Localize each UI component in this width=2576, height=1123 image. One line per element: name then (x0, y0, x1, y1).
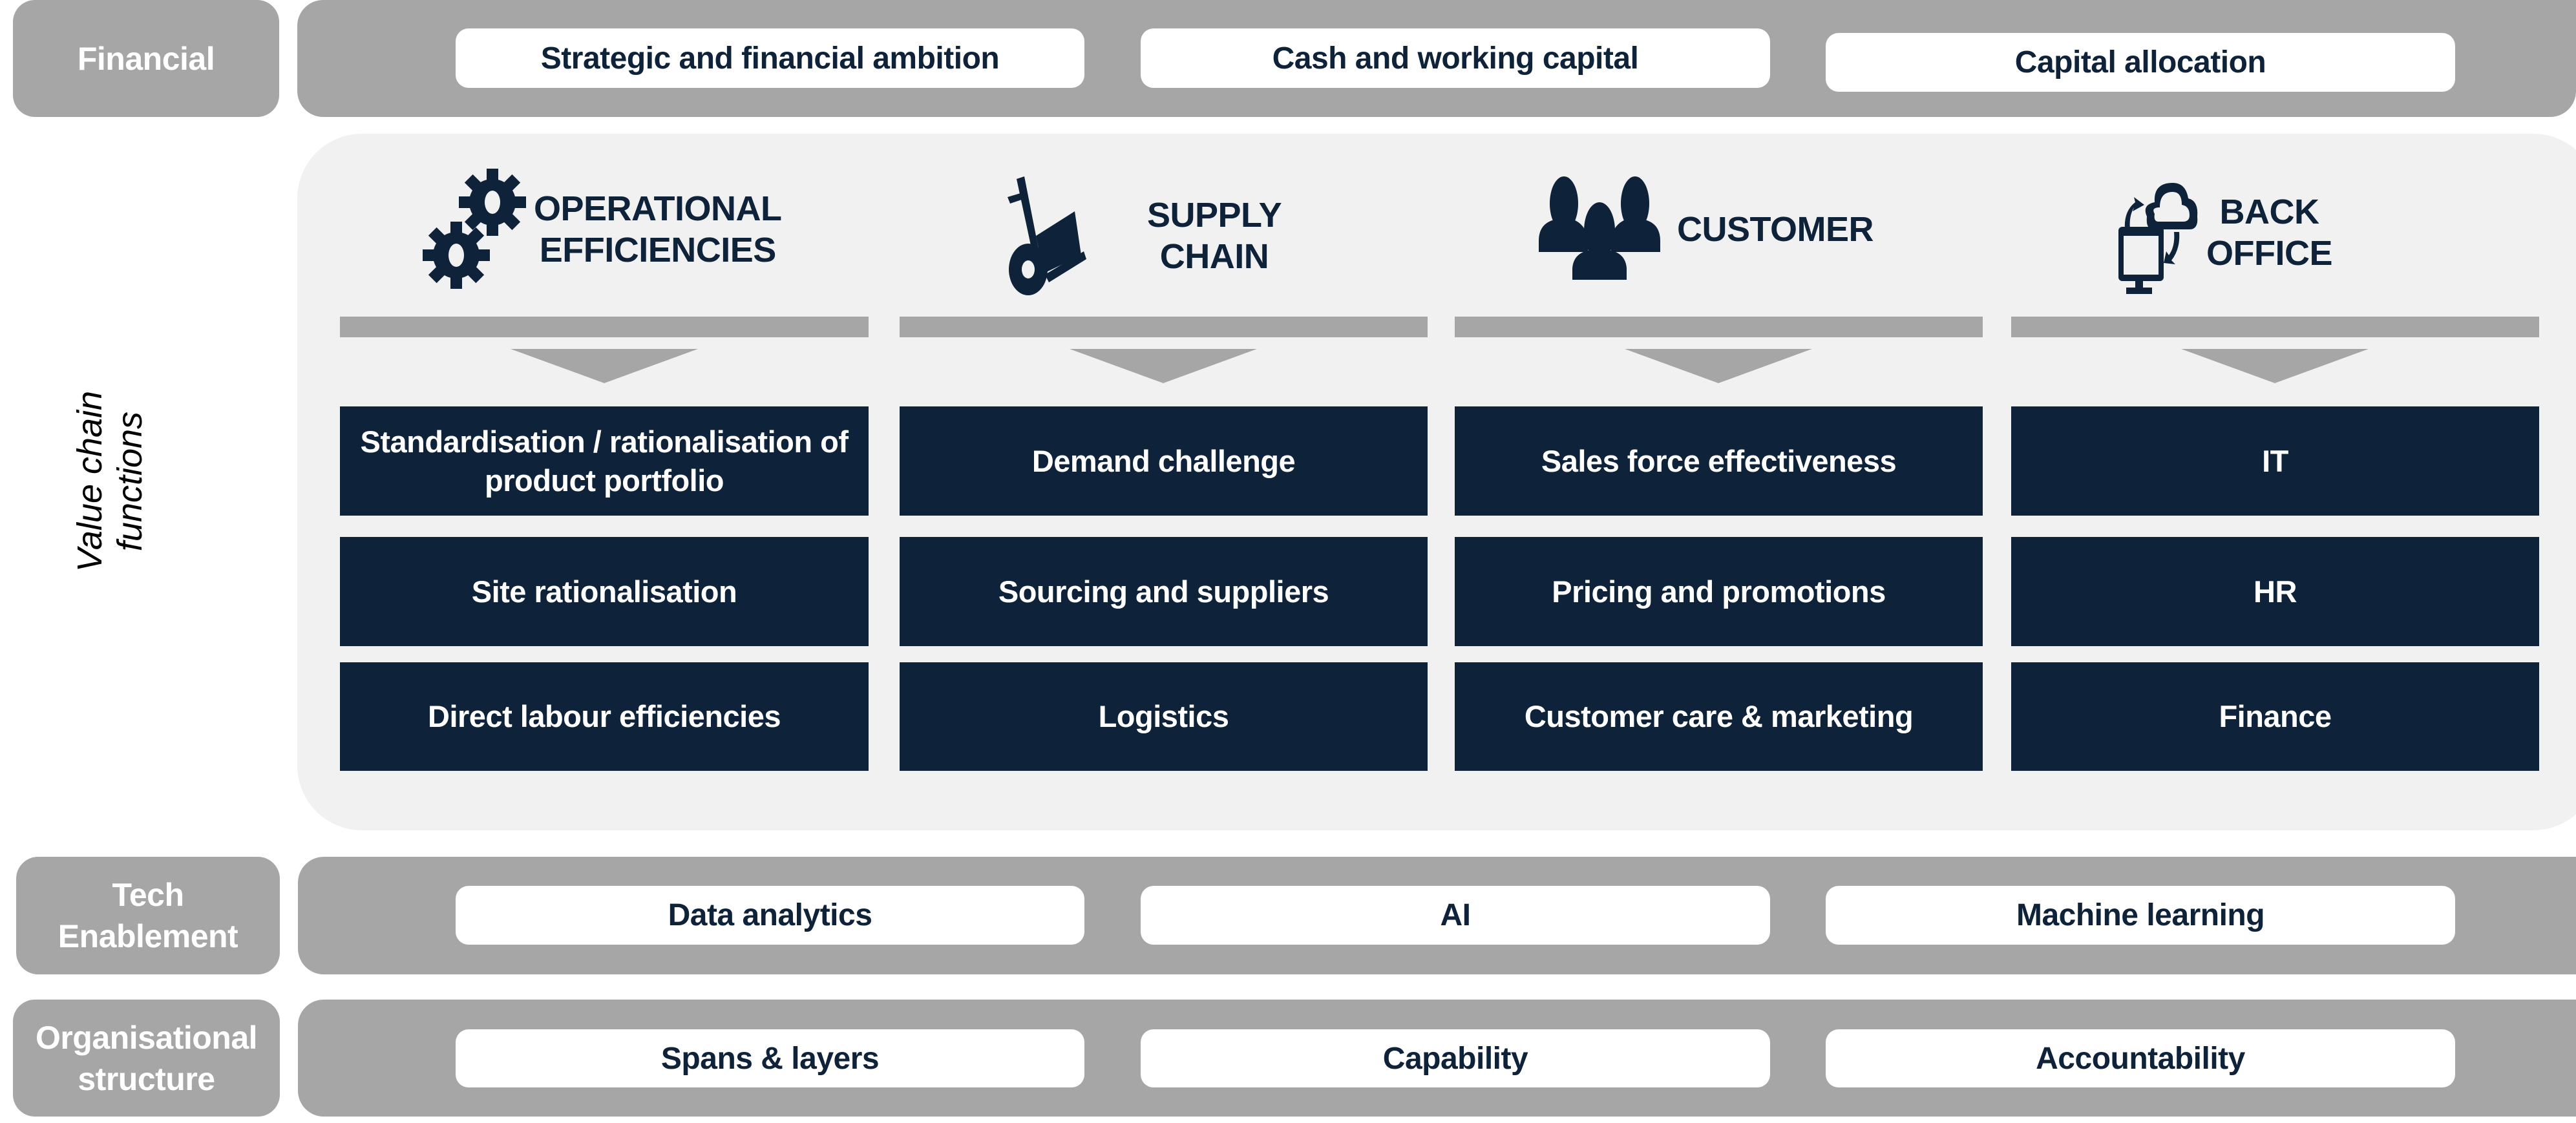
value-chain-side-label: Value chain functions (0, 391, 239, 572)
cell-text: IT (2262, 443, 2288, 478)
value-chain-side-label-text: Value chain functions (70, 391, 150, 572)
pill-text: Spans & layers (660, 1041, 880, 1076)
cell-direct-labour[interactable]: Direct labour efficiencies (340, 662, 869, 771)
title-line2: CHAIN (1159, 237, 1269, 276)
cell-text: Sales force effectiveness (1541, 443, 1897, 478)
tech-item-data-analytics[interactable]: Data analytics (456, 886, 1084, 945)
financial-item-strategic-ambition[interactable]: Strategic and financial ambition (456, 28, 1084, 88)
label-line1: Organisational (35, 1019, 258, 1056)
cell-text: HR (2254, 574, 2297, 609)
cell-text: Finance (2219, 699, 2332, 733)
org-item-accountability[interactable]: Accountability (1826, 1029, 2455, 1087)
title-line1: BACK (2219, 193, 2320, 231)
column-title: BACK OFFICE (2206, 191, 2333, 274)
label-line1: Tech (112, 877, 185, 913)
column-divider-bar-customer (1455, 317, 1983, 337)
title-line1: OPERATIONAL (534, 189, 782, 228)
cell-finance[interactable]: Finance (2011, 662, 2539, 771)
pill-text: Data analytics (668, 898, 872, 932)
gears-icon (420, 165, 536, 294)
arrow-down-icon (1625, 349, 1812, 383)
cell-text: Site rationalisation (471, 574, 737, 609)
column-header-operational: OPERATIONAL EFFICIENCIES (420, 165, 834, 294)
cell-customer-care[interactable]: Customer care & marketing (1455, 662, 1983, 771)
cell-logistics[interactable]: Logistics (900, 662, 1428, 771)
cloud-computer-icon (2113, 165, 2210, 300)
label-line2: Enablement (58, 918, 238, 954)
pill-text: AI (1440, 898, 1472, 932)
side-label-line2: functions (111, 411, 149, 552)
arrow-down-icon (511, 349, 698, 383)
org-item-capability[interactable]: Capability (1141, 1029, 1770, 1087)
column-title: CUSTOMER (1677, 209, 1874, 250)
title-line2: OFFICE (2206, 234, 2333, 273)
cell-text: Logistics (1098, 699, 1229, 733)
pill-text: Capability (1382, 1041, 1528, 1076)
side-label-line1: Value chain (70, 390, 109, 572)
title-line1: SUPPLY (1147, 196, 1282, 235)
people-icon (1535, 165, 1671, 294)
column-divider-bar-operational (340, 317, 869, 337)
tech-item-ai[interactable]: AI (1141, 886, 1770, 945)
arrow-down-icon (2181, 349, 2369, 383)
pill-text: Capital allocation (2014, 45, 2266, 79)
financial-label: Financial (13, 0, 279, 117)
tech-item-machine-learning[interactable]: Machine learning (1826, 886, 2455, 945)
cell-text: Pricing and promotions (1552, 574, 1886, 609)
pill-text: Accountability (2036, 1041, 2245, 1076)
title-line1: CUSTOMER (1677, 210, 1874, 249)
cell-text: Sourcing and suppliers (998, 574, 1329, 609)
column-title: OPERATIONAL EFFICIENCIES (534, 188, 782, 271)
financial-label-text: Financial (77, 40, 215, 77)
financial-item-capital-allocation[interactable]: Capital allocation (1826, 33, 2455, 92)
cell-sourcing-suppliers[interactable]: Sourcing and suppliers (900, 537, 1428, 646)
cell-text: Customer care & marketing (1524, 699, 1914, 733)
financial-item-cash-working-capital[interactable]: Cash and working capital (1141, 28, 1770, 88)
column-header-back-office: BACK OFFICE (2113, 165, 2385, 300)
cell-product-portfolio[interactable]: Standardisation / rationalisation of pro… (340, 406, 869, 516)
organisational-structure-label: Organisational structure (13, 1000, 280, 1117)
cell-text: Demand challenge (1031, 443, 1296, 478)
column-divider-bar-back-office (2011, 317, 2539, 337)
tech-enablement-label: Tech Enablement (16, 857, 280, 974)
cell-demand-challenge[interactable]: Demand challenge (900, 406, 1428, 516)
title-line2: EFFICIENCIES (539, 231, 777, 269)
cell-it[interactable]: IT (2011, 406, 2539, 516)
cell-hr[interactable]: HR (2011, 537, 2539, 646)
column-divider-bar-supply-chain (900, 317, 1428, 337)
column-header-supply-chain: SUPPLY CHAIN (998, 171, 1335, 300)
column-header-customer: CUSTOMER (1535, 165, 1923, 294)
pill-text: Strategic and financial ambition (540, 41, 1000, 76)
cell-pricing-promotions[interactable]: Pricing and promotions (1455, 537, 1983, 646)
pill-text: Cash and working capital (1272, 41, 1639, 76)
label-line2: structure (78, 1060, 215, 1097)
cell-sales-force[interactable]: Sales force effectiveness (1455, 406, 1983, 516)
column-title: SUPPLY CHAIN (1147, 194, 1282, 277)
hand-truck-icon (998, 171, 1128, 300)
arrow-down-icon (1070, 349, 1257, 383)
cell-site-rationalisation[interactable]: Site rationalisation (340, 537, 869, 646)
pill-text: Machine learning (2016, 898, 2265, 932)
cell-text: Direct labour efficiencies (428, 699, 781, 733)
cell-text: Standardisation / rationalisation of pro… (360, 424, 849, 498)
org-item-spans-layers[interactable]: Spans & layers (456, 1029, 1084, 1087)
